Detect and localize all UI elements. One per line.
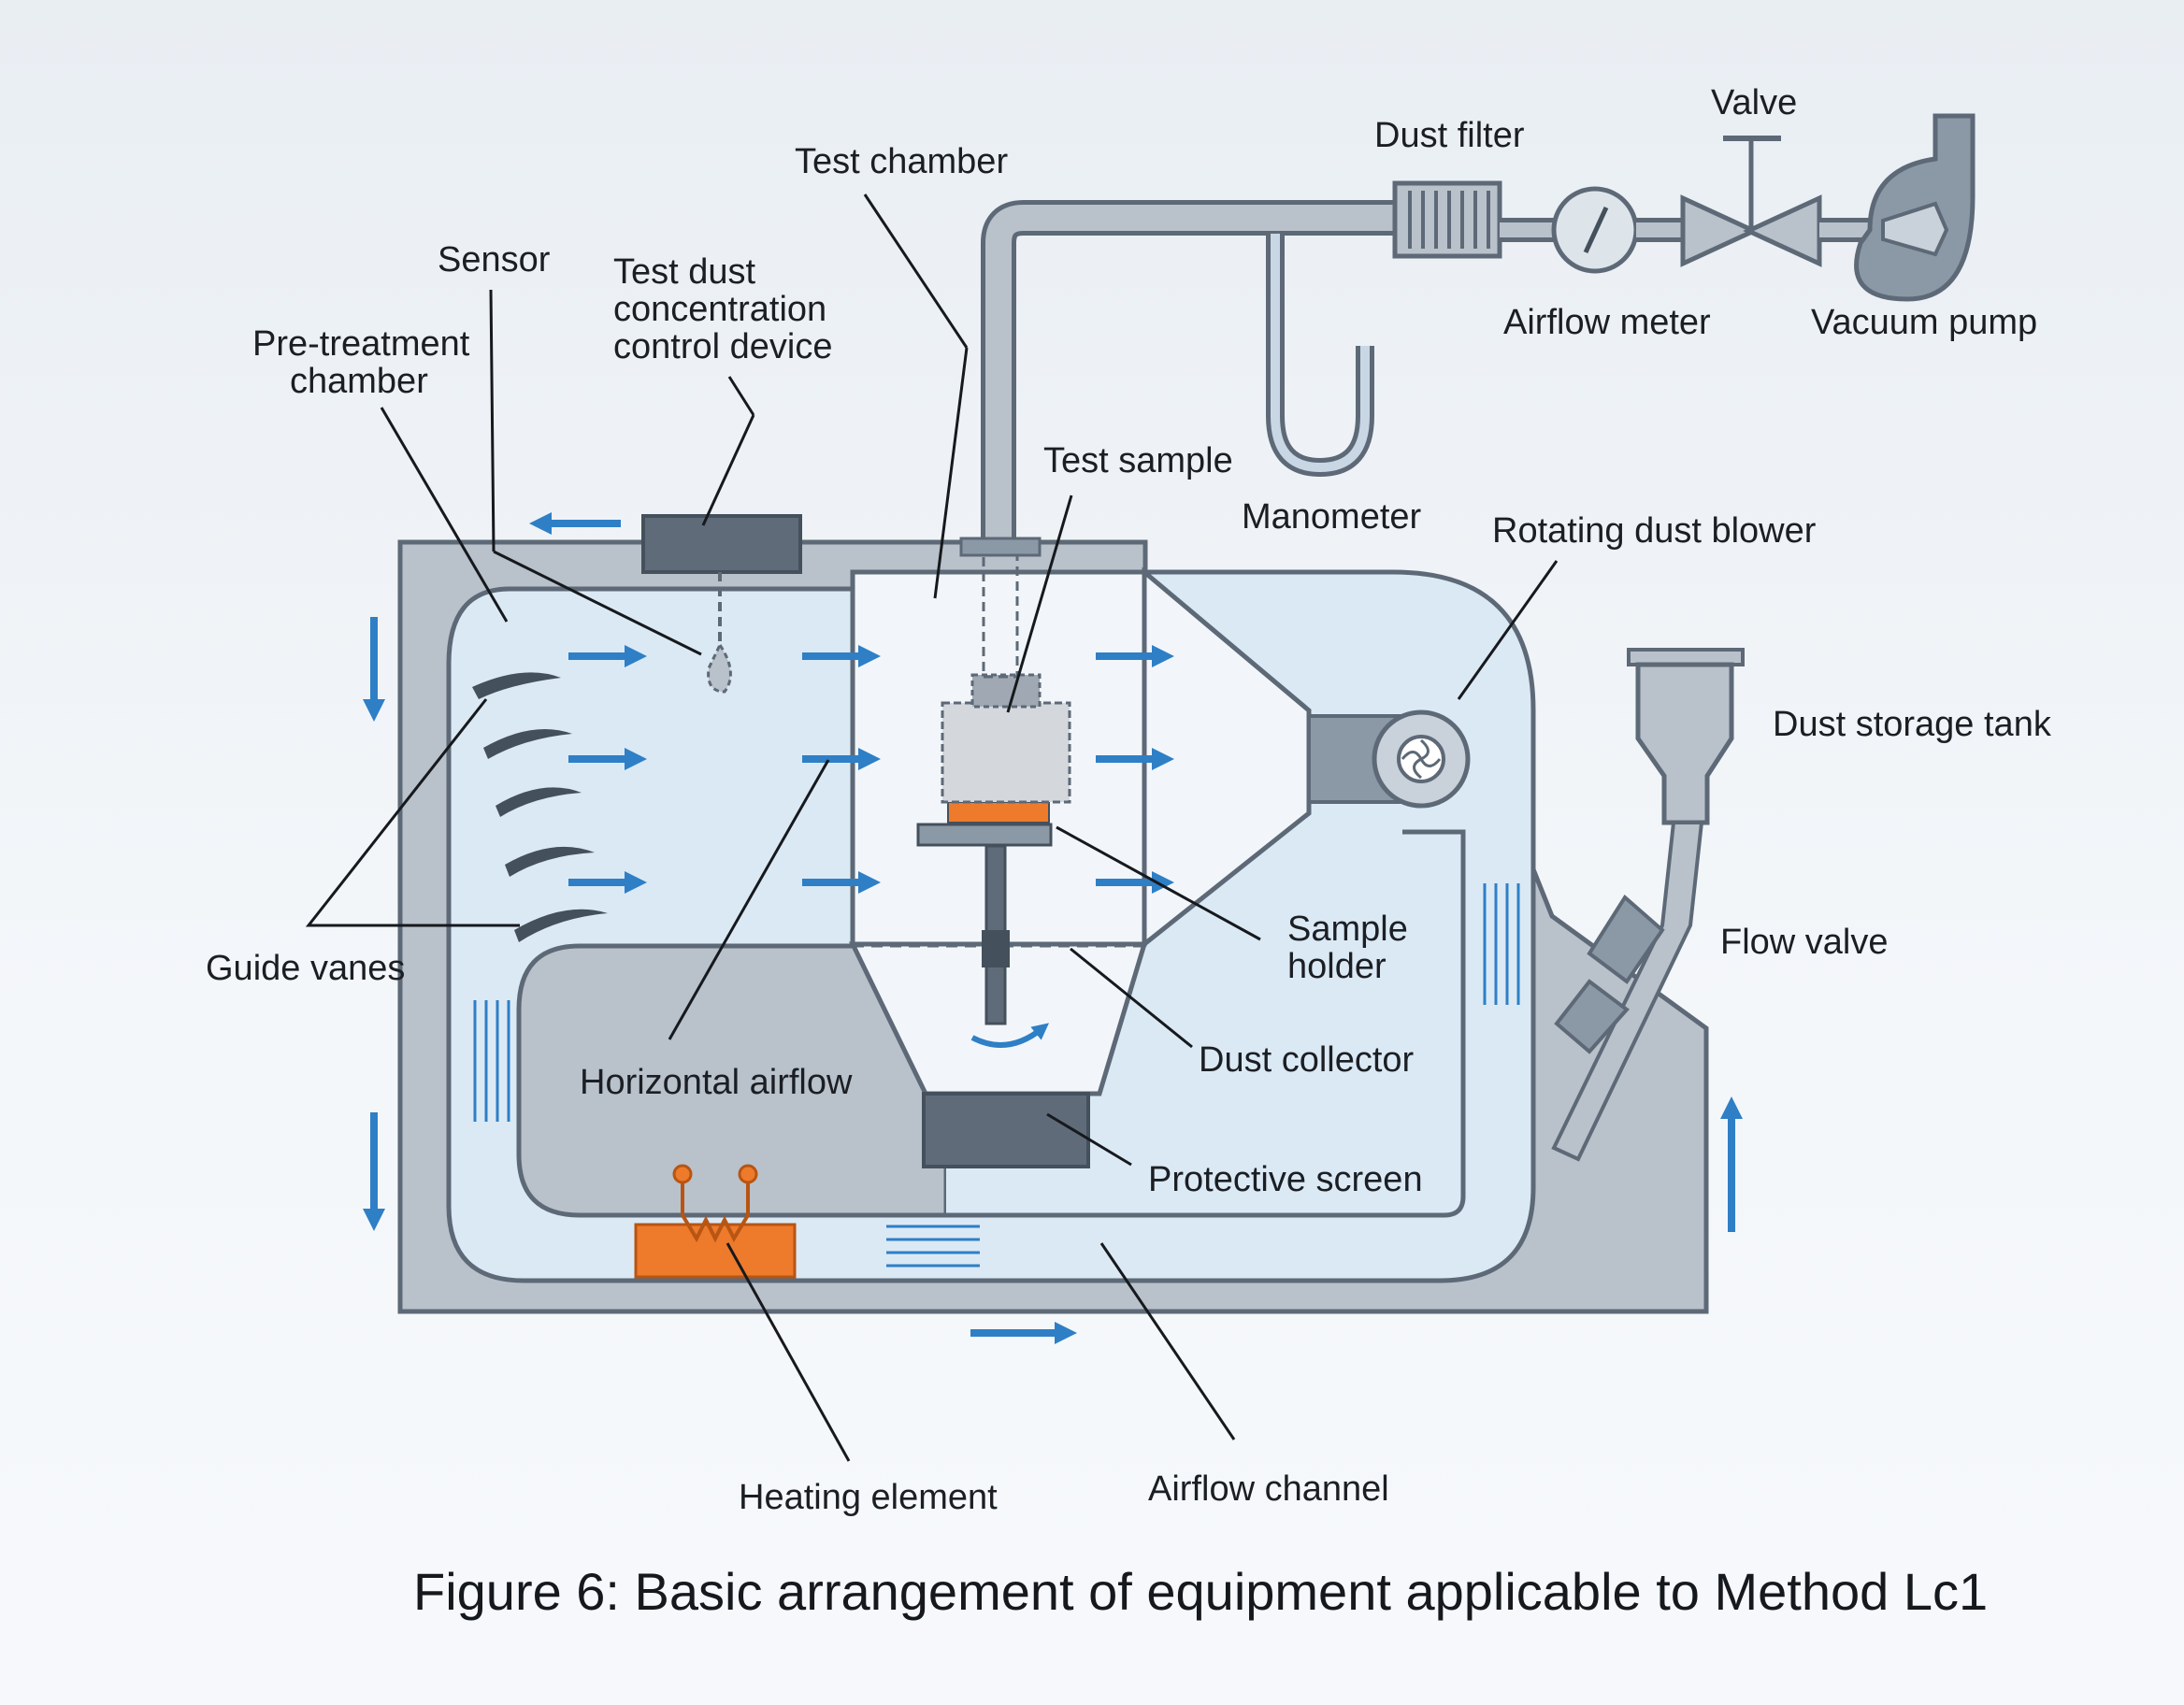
label-test-dust-control-2: concentration [613, 290, 826, 329]
flow-arrows [363, 512, 1743, 1344]
label-test-dust-control-3: control device [613, 327, 832, 366]
label-test-dust-control-1: Test dust [613, 252, 756, 292]
label-sensor: Sensor [438, 240, 551, 279]
figure-caption: Figure 6: Basic arrangement of equipment… [413, 1562, 1988, 1621]
label-airflow-meter: Airflow meter [1503, 303, 1711, 342]
guide-vanes [472, 672, 608, 942]
label-pretreatment-2: chamber [290, 362, 428, 401]
label-protective-screen: Protective screen [1148, 1160, 1423, 1199]
label-flow-valve: Flow valve [1720, 923, 1889, 962]
sample-holder-assembly [916, 673, 1071, 1048]
label-rotating-dust-blower: Rotating dust blower [1492, 511, 1817, 551]
label-test-sample: Test sample [1043, 441, 1233, 480]
exhaust-pipe [959, 113, 1976, 679]
rotating-dust-blower [1307, 709, 1471, 809]
label-valve: Valve [1711, 83, 1797, 122]
fan-blade-icon [1401, 738, 1442, 780]
label-sample-holder-1: Sample [1287, 910, 1408, 949]
label-sample-holder-2: holder [1287, 947, 1387, 986]
protective-screen-block [922, 1092, 1090, 1168]
labels: Test chamber Dust filter Valve Sensor Te… [206, 83, 2052, 1621]
heating-element [634, 1164, 797, 1279]
label-test-chamber: Test chamber [795, 142, 1008, 181]
dust-control-device [641, 514, 802, 694]
label-guide-vanes: Guide vanes [206, 949, 405, 988]
label-pretreatment-1: Pre-treatment [252, 324, 470, 364]
label-dust-storage-tank: Dust storage tank [1773, 705, 2052, 744]
label-manometer: Manometer [1242, 497, 1422, 537]
label-heating-element: Heating element [739, 1478, 998, 1517]
label-dust-collector: Dust collector [1199, 1040, 1415, 1080]
label-dust-filter: Dust filter [1374, 116, 1525, 155]
label-airflow-channel: Airflow channel [1148, 1469, 1389, 1509]
label-horizontal-airflow: Horizontal airflow [580, 1063, 853, 1102]
label-vacuum-pump: Vacuum pump [1811, 303, 2037, 342]
dust-storage-tank [1551, 648, 1745, 1162]
rotation-arrow-icon [970, 1023, 1049, 1048]
leader-lines [305, 193, 1559, 1462]
